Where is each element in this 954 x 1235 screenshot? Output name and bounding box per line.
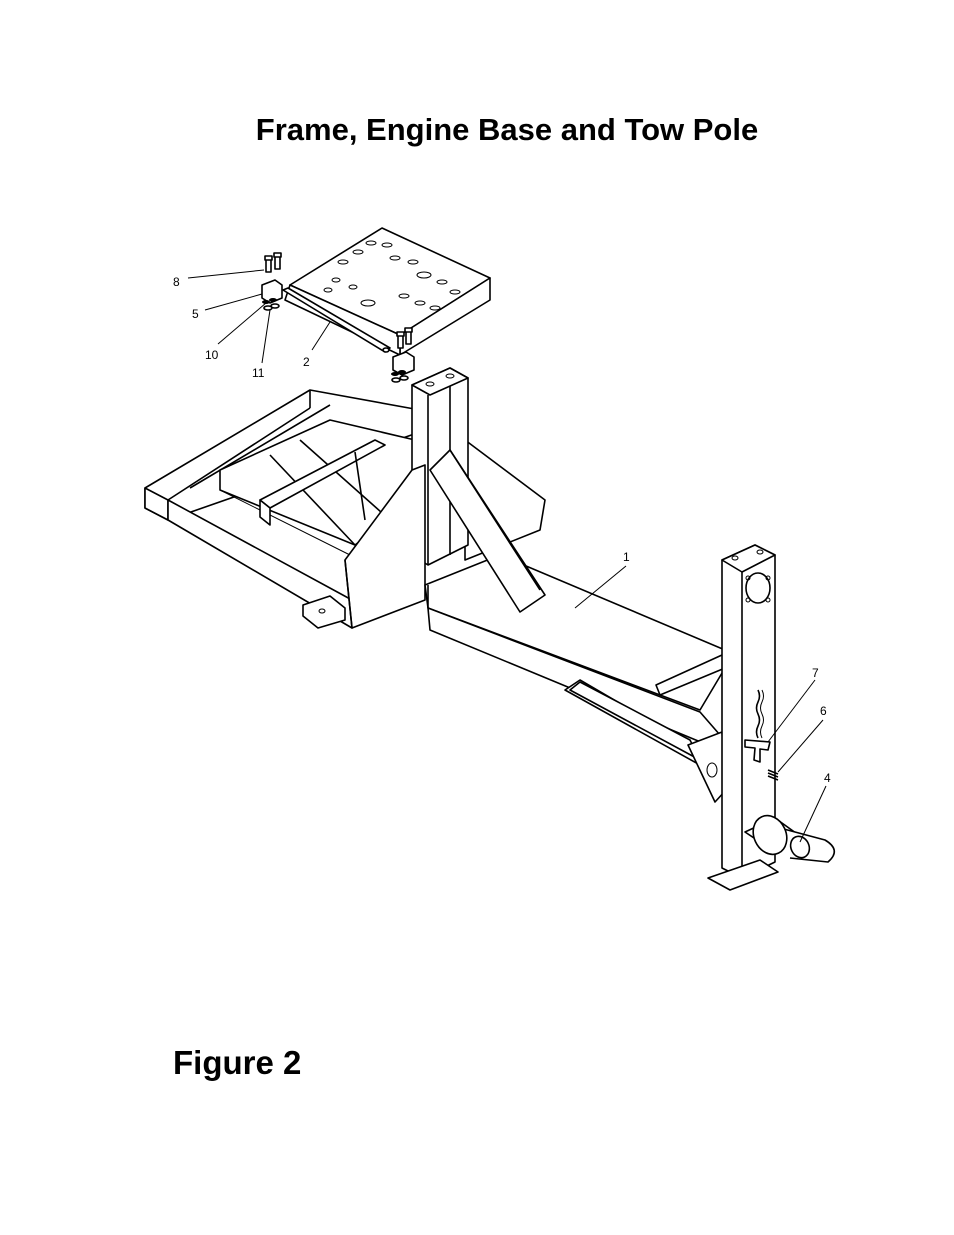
foot-tab <box>302 595 346 629</box>
mount-rod <box>282 287 391 353</box>
callout-10: 10 <box>205 348 219 362</box>
left-mount-hardware <box>261 252 283 311</box>
main-frame <box>144 367 779 891</box>
page-title: Frame, Engine Base and Tow Pole <box>255 112 759 147</box>
callout-2: 2 <box>303 355 310 369</box>
callout-7: 7 <box>812 666 819 680</box>
figure-label: Figure 2 <box>173 1044 302 1081</box>
diagonal-brace <box>429 449 546 613</box>
callout-4: 4 <box>824 771 831 785</box>
callout-5: 5 <box>192 307 199 321</box>
callout-1: 1 <box>623 550 630 564</box>
jack-post-cap <box>721 544 776 573</box>
jack-foot-plate <box>707 859 779 891</box>
hitch-ring <box>744 814 836 863</box>
chain-and-pin <box>744 689 779 781</box>
engine-base-plate <box>282 227 491 356</box>
leader-lines <box>187 269 827 843</box>
callout-6: 6 <box>820 704 827 718</box>
callout-8: 8 <box>173 275 180 289</box>
right-mount-hardware <box>391 327 415 383</box>
callout-11: 11 <box>252 366 265 380</box>
